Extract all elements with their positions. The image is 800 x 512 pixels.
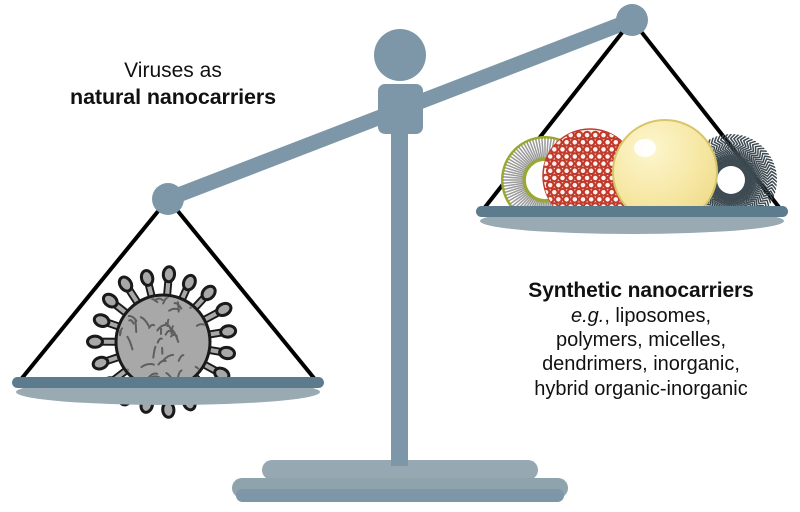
scale-base [232, 460, 568, 502]
eg-abbrev: e.g. [570, 304, 605, 327]
right-label-heading: Synthetic nanocarriers [528, 279, 754, 302]
right-label-line4: hybrid organic-inorganic [534, 377, 748, 400]
right-label: Synthetic nanocarriers e.g., liposomes, … [500, 278, 782, 401]
left-string-outer [16, 197, 170, 385]
scale-post [391, 104, 408, 466]
left-pan-assembly [12, 183, 324, 419]
right-label-line1-rest: , liposomes, [604, 304, 712, 327]
scale-pivot [374, 29, 426, 134]
left-label-line2: natural nanocarriers [70, 84, 276, 109]
gold-nanoparticle [612, 119, 718, 225]
right-label-line1: e.g., liposomes, [500, 304, 782, 328]
left-label-line1: Viruses as [124, 59, 222, 82]
right-beam-knob [616, 4, 648, 36]
left-string-inner [166, 197, 320, 385]
left-pan-rim [12, 377, 324, 388]
left-label: Viruses as natural nanocarriers [58, 58, 288, 110]
left-beam-knob [152, 183, 184, 215]
right-pan-rim [476, 206, 788, 217]
right-label-line2: polymers, micelles, [555, 329, 727, 351]
right-pan-assembly [476, 4, 788, 234]
right-label-line3: dendrimers, inorganic, [542, 353, 740, 376]
